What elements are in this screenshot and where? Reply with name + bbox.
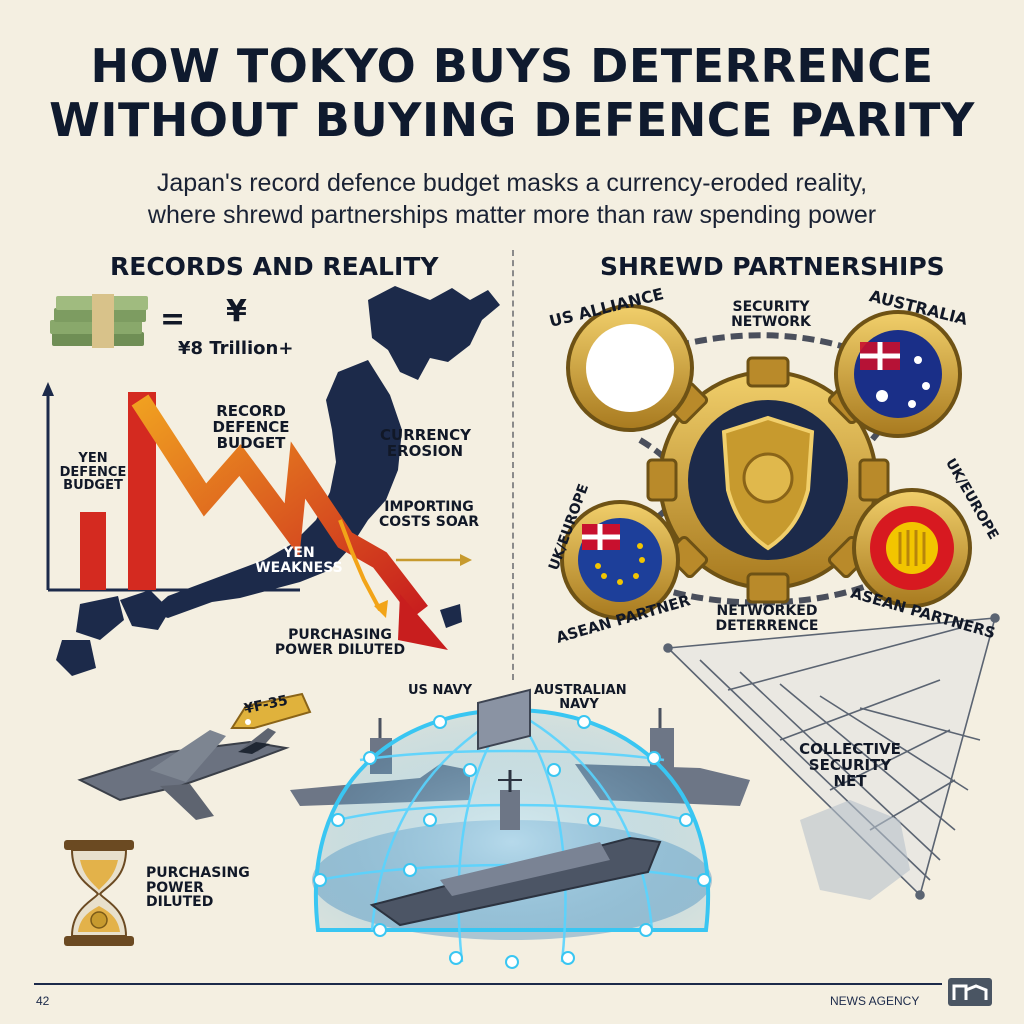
- erosion-arrow-head: [398, 594, 448, 650]
- agency-logo-icon: [948, 978, 992, 1006]
- yen-symbol: ¥: [226, 294, 247, 329]
- importing-costs-label: IMPORTING COSTS SOAR: [379, 499, 479, 530]
- price-tag-icon: [230, 692, 312, 729]
- section-divider: [512, 250, 514, 680]
- yen-defence-budget-label: YEN DEFENCE BUDGET: [59, 451, 127, 494]
- currency-erosion-label: CURRENCY EROSION: [380, 426, 471, 460]
- japan-map-icon: [56, 286, 500, 676]
- equals-sign: =: [160, 302, 186, 337]
- networked-deterrence-label: NETWORKED DETERRENCE: [715, 603, 819, 634]
- title-line-1: HOW TOKYO BUYS DETERRENCE: [90, 39, 934, 93]
- agency-name: NEWS AGENCY: [830, 994, 920, 1008]
- page-number: 42: [36, 994, 50, 1008]
- collective-security-net-label: COLLECTIVE SECURITY NET: [799, 740, 901, 790]
- uk-europe-flag-gear-icon: [560, 500, 680, 620]
- security-network-label: SECURITY NETWORK: [731, 299, 811, 330]
- money-stack-icon: [50, 294, 148, 348]
- budget-amount: ¥8 Trillion+: [178, 338, 294, 359]
- budget-chart: [42, 382, 472, 650]
- collective-net-icon: [663, 613, 1000, 900]
- f35-jet-icon: [77, 728, 290, 820]
- right-section-heading: SHREWD PARTNERSHIPS: [600, 252, 945, 281]
- australia-map-icon: [800, 800, 910, 900]
- us-navy-label: US NAVY: [408, 683, 472, 698]
- subtitle-line-1: Japan's record defence budget masks a cu…: [156, 169, 868, 197]
- purchasing-power-map-label: PURCHASING POWER DILUTED: [274, 627, 406, 658]
- australian-navy-label: AUSTRALIAN NAVY: [534, 683, 627, 712]
- yen-budget-bar-small: [80, 512, 106, 590]
- japanese-destroyer-icon: [369, 688, 662, 927]
- asean-flag-gear-icon: [852, 488, 972, 608]
- australia-flag-gear-icon: [834, 310, 962, 438]
- purchasing-power-hourglass-label: PURCHASING POWER DILUTED: [146, 865, 250, 911]
- yen-weakness-label: YEN WEAKNESS: [255, 545, 343, 576]
- security-gear-icon: [646, 356, 890, 604]
- us-flag-gear-icon: [566, 304, 694, 432]
- erosion-arrow: [131, 394, 428, 619]
- record-budget-label: RECORD DEFENCE BUDGET: [212, 402, 290, 452]
- hourglass-icon: [64, 840, 134, 946]
- subtitle-line-2: where shrewd partnerships matter more th…: [147, 201, 877, 229]
- title-line-2: WITHOUT BUYING DEFENCE PARITY: [49, 93, 975, 147]
- left-section-heading: RECORDS AND REALITY: [110, 252, 439, 281]
